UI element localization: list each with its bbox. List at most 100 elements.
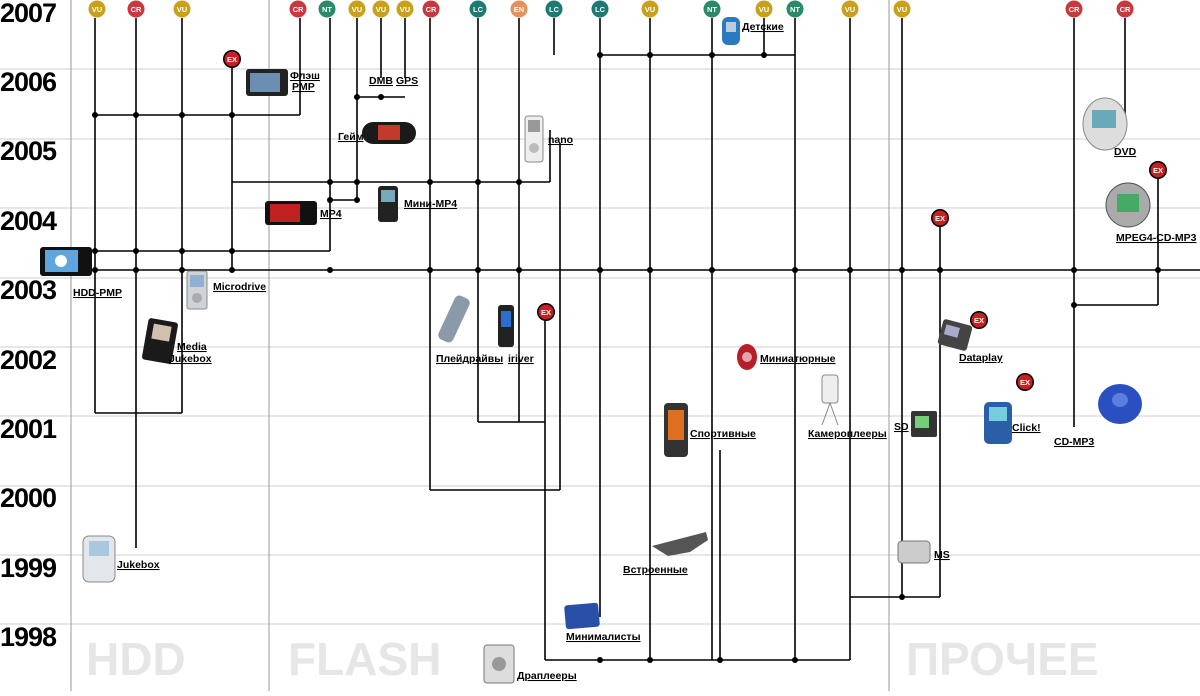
node-label-dmb: DMB <box>369 75 393 87</box>
top-badge-vu: VU <box>396 0 414 18</box>
section-title-flash: FLASH <box>288 633 441 685</box>
year-label: 2006 <box>0 67 57 97</box>
mini-mp4-device-icon <box>378 186 398 222</box>
node-label-sd: SD <box>894 421 909 433</box>
svg-text:VU: VU <box>897 5 907 14</box>
node-label-gps: GPS <box>396 75 418 87</box>
node-label-kids: Детские <box>742 21 784 33</box>
node-label-cdmp3: CD-MP3 <box>1054 436 1094 448</box>
top-badge-cr: CR <box>422 0 440 18</box>
node-label-mpeg4cd: MPEG4-CD-MP3 <box>1116 232 1197 244</box>
device-images <box>40 17 1151 684</box>
top-badge-cr: CR <box>1116 0 1134 18</box>
section-title-hdd: HDD <box>86 633 186 685</box>
mpeg4cd-device-icon <box>1105 182 1151 228</box>
node-label-mini: Миниатюрные <box>760 353 836 365</box>
media-jukebox-device-icon <box>142 318 178 364</box>
sport-device-icon <box>664 403 688 457</box>
year-label: 2005 <box>0 136 57 166</box>
drapers-device-icon <box>483 644 515 684</box>
ex-badge: EX <box>970 311 988 329</box>
node-label-sport: Спортивные <box>690 428 756 440</box>
node-label-camera: Камероплееры <box>808 428 887 440</box>
top-badge-vu: VU <box>755 0 773 18</box>
microdrive-device-icon <box>186 270 208 310</box>
top-badge-cr: CR <box>1065 0 1083 18</box>
top-badge-lc: LC <box>469 0 487 18</box>
ex-badge: EX <box>1149 161 1167 179</box>
top-badge-cr: CR <box>289 0 307 18</box>
playdrives-device-icon <box>438 295 470 343</box>
node-label-iriver: iriver <box>508 353 534 365</box>
svg-text:VU: VU <box>759 5 769 14</box>
year-label: 2004 <box>0 206 57 236</box>
node-label-game: Гейм <box>338 131 364 143</box>
node-label-drapers: Драплееры <box>517 670 577 682</box>
node-label-mini-mp4: Мини-MP4 <box>404 198 457 210</box>
svg-text:EX: EX <box>1020 378 1030 387</box>
top-badge-lc: LC <box>545 0 563 18</box>
node-label-flash-pmp: Флэш <box>290 70 320 82</box>
svg-text:NT: NT <box>707 5 717 14</box>
top-badge-cr: CR <box>127 0 145 18</box>
node-label-dataplay: Dataplay <box>959 352 1003 364</box>
svg-text:CR: CR <box>426 5 437 14</box>
mp4-device-icon <box>265 201 317 225</box>
top-badge-vu: VU <box>372 0 390 18</box>
node-label-media-jukebox: Jukebox <box>169 353 212 365</box>
ex-badge: EX <box>537 303 555 321</box>
flash-pmp-device-icon <box>246 69 288 96</box>
dvd-device-icon <box>1082 97 1128 151</box>
year-label: 1999 <box>0 553 57 583</box>
svg-text:NT: NT <box>322 5 332 14</box>
nano-device-icon <box>524 115 544 163</box>
top-badge-nt: NT <box>318 0 336 18</box>
ex-badge: EX <box>223 50 241 68</box>
year-label: 2002 <box>0 345 56 375</box>
svg-text:CR: CR <box>131 5 142 14</box>
node-label-dvd: DVD <box>1114 146 1137 158</box>
node-label-media: Media <box>177 341 207 353</box>
node-labels: HDD-PMP Microdrive Media Jukebox Jukebox… <box>73 21 1197 682</box>
node-label-playdrives: Плейдрайвы <box>436 353 503 365</box>
svg-text:EX: EX <box>974 316 984 325</box>
top-badge-vu: VU <box>173 0 191 18</box>
ex-badge: EX <box>1016 373 1034 391</box>
svg-text:EX: EX <box>935 214 945 223</box>
top-badge-vu: VU <box>841 0 859 18</box>
node-label-jukebox: Jukebox <box>117 559 160 571</box>
year-axis: 2007 2006 2005 2004 2003 2002 2001 2000 … <box>0 0 58 652</box>
top-badge-vu: VU <box>348 0 366 18</box>
svg-text:VU: VU <box>92 5 102 14</box>
top-badge-vu: VU <box>893 0 911 18</box>
top-badge-lc: LC <box>591 0 609 18</box>
svg-text:VU: VU <box>400 5 410 14</box>
top-badge-en: EN <box>510 0 528 18</box>
dataplay-device-icon <box>937 319 973 351</box>
click-device-icon <box>984 402 1012 444</box>
svg-text:CR: CR <box>293 5 304 14</box>
svg-text:VU: VU <box>645 5 655 14</box>
top-badge-nt: NT <box>703 0 721 18</box>
node-label-nano: nano <box>548 134 573 146</box>
node-label-ms: MS <box>934 549 950 561</box>
cdmp3-device-icon <box>1098 384 1142 424</box>
svg-text:LC: LC <box>549 5 560 14</box>
node-label-minimal: Минималисты <box>566 631 641 643</box>
node-label-click: Click! <box>1012 422 1041 434</box>
svg-text:VU: VU <box>177 5 187 14</box>
top-badge-vu: VU <box>88 0 106 18</box>
node-label-flash-pmp-2: PMP <box>292 81 315 93</box>
svg-text:NT: NT <box>790 5 800 14</box>
svg-text:EX: EX <box>227 55 237 64</box>
section-title-other: ПРОЧЕЕ <box>906 633 1099 685</box>
sd-device-icon <box>911 411 937 437</box>
iriver-device-icon <box>498 305 514 347</box>
ex-badge: EX <box>931 209 949 227</box>
year-label: 2007 <box>0 0 56 28</box>
svg-text:LC: LC <box>595 5 606 14</box>
svg-text:VU: VU <box>352 5 362 14</box>
ms-device-icon <box>897 540 931 564</box>
top-badge-nt: NT <box>786 0 804 18</box>
